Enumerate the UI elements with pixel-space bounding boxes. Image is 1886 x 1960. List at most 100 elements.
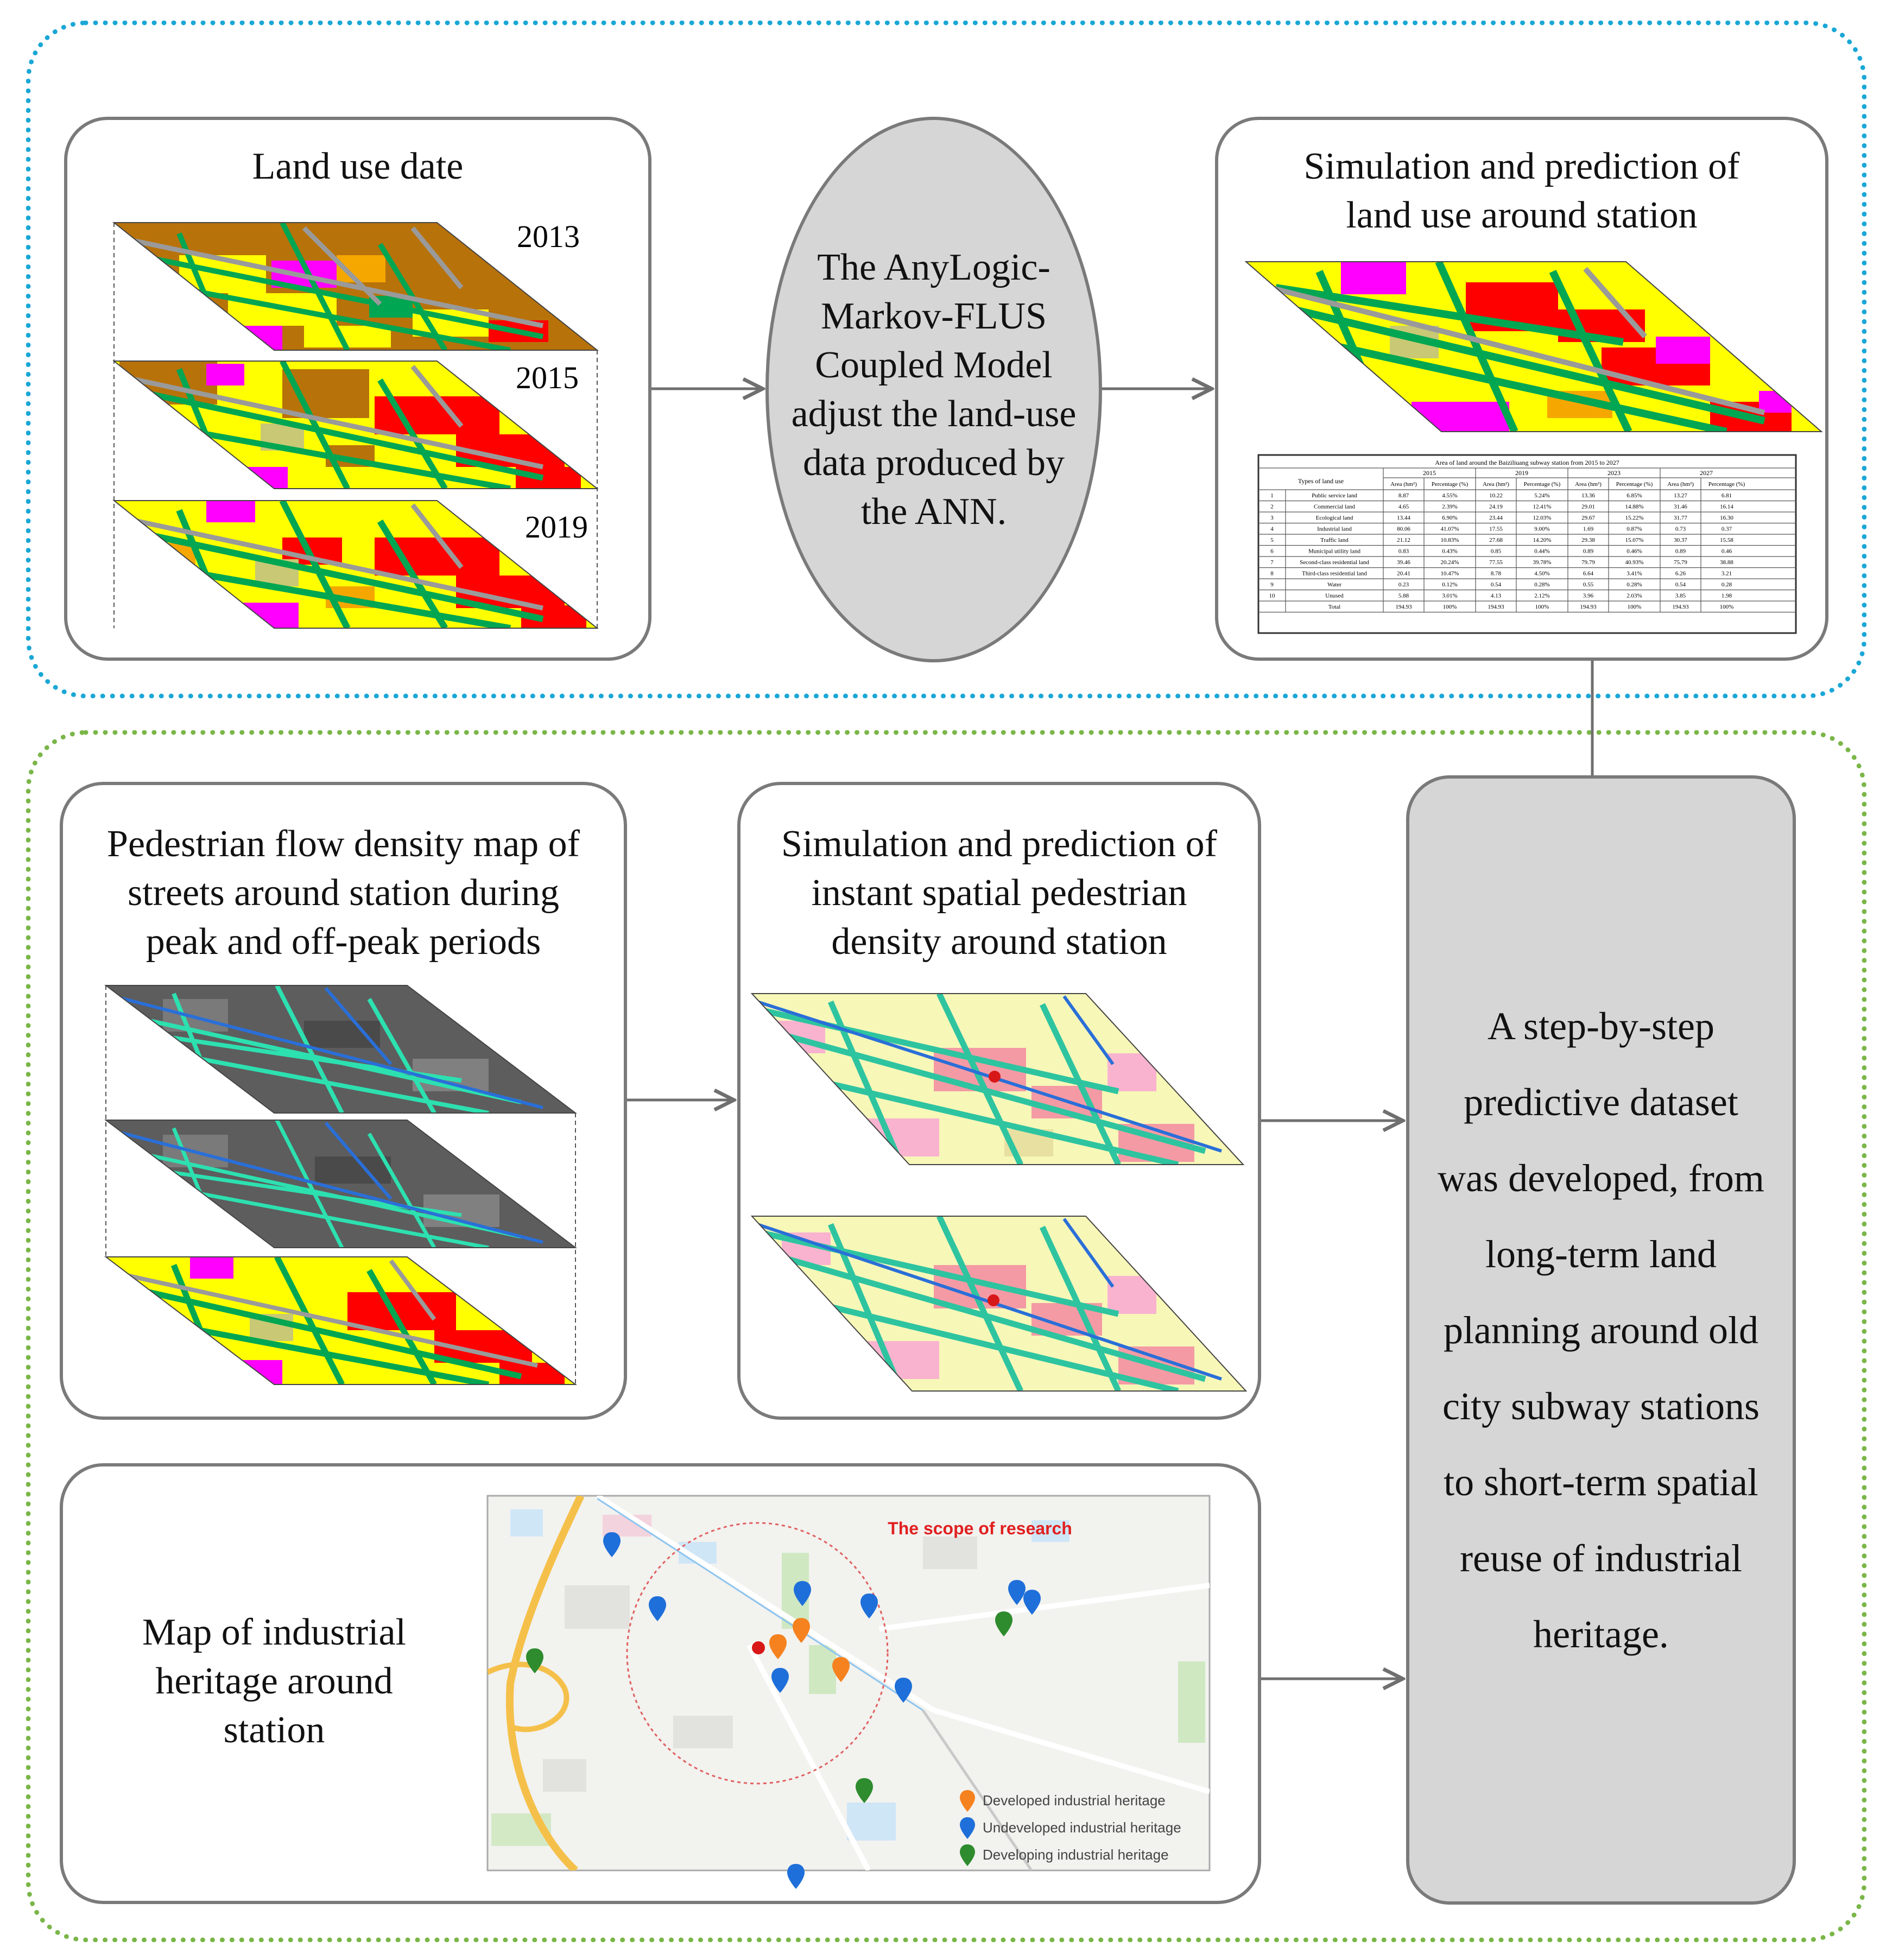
title-line: instant spatial pedestrian (811, 872, 1187, 914)
table-cell: 100% (1443, 604, 1457, 610)
title-line: Map of industrial (142, 1611, 407, 1653)
predictive-dataset-card (1406, 775, 1796, 1905)
table-cell: 6.81 (1722, 492, 1732, 499)
title-line: land use around station (1346, 194, 1698, 236)
table-cell: 3.96 (1583, 593, 1594, 599)
table-cell: 1.69 (1583, 526, 1594, 533)
table-subheader: Percentage (%) (1432, 481, 1469, 488)
table-cell: 194.93 (1672, 604, 1689, 610)
table-cell: 31.46 (1674, 504, 1687, 510)
table-cell: 0.54 (1491, 581, 1502, 588)
pedestrian-flow-title: Pedestrian flow density map of streets a… (60, 820, 627, 966)
table-cell: 0.46 (1722, 548, 1732, 555)
year-label-2015: 2015 (516, 360, 579, 395)
table-cell: 39.78% (1533, 559, 1552, 566)
table-cell: 20.24% (1441, 559, 1459, 566)
table-cell: 8.78 (1491, 571, 1502, 577)
table-cell: 38.88 (1720, 559, 1733, 566)
table-cell: 5 (1270, 537, 1274, 543)
title-line: Simulation and prediction of (1303, 146, 1740, 187)
table-cell: Municipal utility land (1308, 548, 1360, 555)
legend-item-undeveloped: Undeveloped industrial heritage (960, 1817, 1181, 1839)
table-cell: Water (1327, 581, 1341, 588)
table-cell: 24.19 (1489, 504, 1503, 510)
instant-density-title: Simulation and prediction of instant spa… (737, 820, 1261, 966)
table-cell: 194.93 (1488, 604, 1504, 610)
table-cell: 6.64 (1583, 571, 1594, 577)
pedestrian-flow-map-off-peak (104, 1120, 577, 1248)
undeveloped-heritage-pin (895, 1678, 912, 1703)
developed-heritage-pin (832, 1657, 850, 1682)
density-map-peak (750, 993, 1245, 1165)
undeveloped-heritage-pin (1023, 1590, 1041, 1615)
table-cell: 39.46 (1397, 559, 1410, 566)
table-cell: Ecological land (1316, 515, 1353, 521)
table-cell: 13.36 (1581, 492, 1595, 499)
legend-label: Developing industrial heritage (983, 1847, 1169, 1863)
undeveloped-heritage-pin (649, 1596, 666, 1621)
pedestrian-flow-map-peak (104, 985, 577, 1114)
table-cell: 15.07% (1625, 537, 1644, 543)
map-legend: Developed industrial heritage Undevelope… (960, 1790, 1181, 1866)
undeveloped-heritage-pin (1008, 1580, 1026, 1605)
table-cell: 2 (1270, 504, 1274, 510)
table-cell: 3.21 (1722, 571, 1732, 577)
table-year-header: 2023 (1607, 469, 1621, 477)
table-cell: 10 (1269, 593, 1276, 599)
table-cell: 6.85% (1626, 492, 1642, 499)
final-line: reuse of industrial (1460, 1537, 1742, 1580)
final-line: city subway stations (1442, 1384, 1760, 1428)
developing-heritage-pin (856, 1778, 873, 1803)
table-cell: Total (1328, 604, 1340, 610)
pedestrian-land-use-map (104, 1256, 577, 1385)
table-cell: 5.88 (1398, 593, 1409, 599)
table-cell: 79.79 (1581, 559, 1595, 566)
table-cell: 77.55 (1489, 559, 1503, 566)
table-frame (1257, 454, 1797, 634)
table-cell: 2.03% (1626, 593, 1642, 599)
table-cell: 0.23 (1398, 581, 1409, 588)
table-cell: 10.83% (1441, 537, 1459, 543)
table-cell: 1.98 (1722, 593, 1732, 599)
table-cell: 194.93 (1580, 604, 1597, 610)
scope-of-research-label: The scope of research (888, 1519, 1072, 1538)
table-cell: 0.37 (1722, 526, 1732, 533)
table-cell: 0.28% (1534, 581, 1549, 588)
final-line: to short-term spatial (1444, 1460, 1758, 1504)
table-year-header: 2015 (1423, 469, 1436, 477)
table-cell: 14.20% (1533, 537, 1552, 543)
final-line: planning around old (1444, 1308, 1758, 1352)
table-cell: 194.93 (1395, 604, 1412, 610)
table-cell: 17.55 (1489, 526, 1503, 533)
table-cell: 9 (1270, 581, 1274, 588)
table-cell: 100% (1628, 604, 1642, 610)
developed-heritage-pin (793, 1618, 810, 1643)
title-line: Simulation and prediction of (781, 823, 1217, 865)
pedestrian-flow-map-stack (104, 985, 577, 1385)
table-cell: Industrial land (1317, 526, 1352, 533)
table-cell: 30.37 (1674, 537, 1687, 543)
table-cell: 29.67 (1581, 515, 1595, 521)
table-cell: 10.22 (1489, 492, 1503, 499)
table-cell: 13.44 (1397, 515, 1410, 521)
table-subheader: Area (hm²) (1483, 481, 1509, 488)
instant-density-maps (750, 993, 1248, 1392)
table-cell: 16.30 (1720, 515, 1733, 521)
table-cell: 5.24% (1534, 492, 1549, 499)
station-marker (988, 1294, 999, 1306)
table-cell: Traffic land (1320, 537, 1349, 543)
industrial-heritage-title: Map of industrial heritage around statio… (87, 1608, 461, 1755)
title-line: station (223, 1709, 325, 1751)
final-line: long-term land (1485, 1232, 1717, 1276)
table-cell: 8.87 (1398, 492, 1409, 499)
table-cell: 0.85 (1491, 548, 1502, 555)
table-cell: 0.43% (1442, 548, 1457, 555)
legend-label: Undeveloped industrial heritage (983, 1819, 1181, 1836)
table-cell: 1 (1270, 492, 1274, 499)
legend-label: Developed industrial heritage (983, 1792, 1166, 1809)
table-cell: 3.85 (1675, 593, 1686, 599)
table-cell: 4.55% (1442, 492, 1457, 499)
title-line: streets around station during (127, 872, 560, 914)
table-cell: 10.47% (1441, 571, 1459, 577)
